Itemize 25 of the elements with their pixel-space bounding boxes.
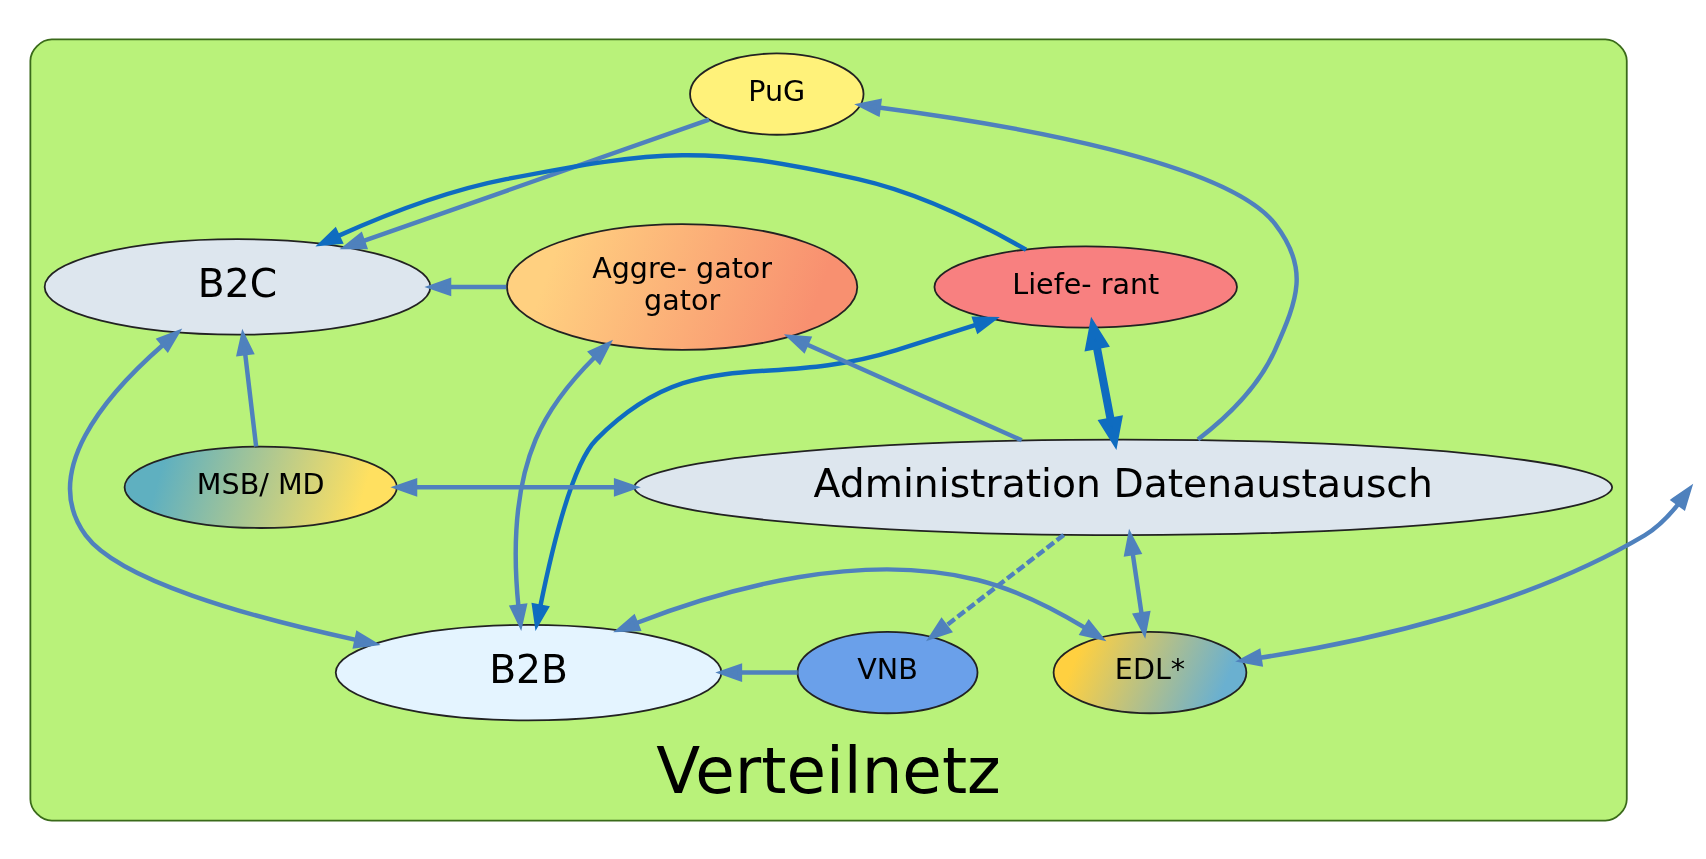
node-ellipse: MSB/ MD — [123, 445, 398, 529]
node-ellipse: Aggre- gator gator — [506, 222, 859, 351]
arrow — [926, 532, 1066, 641]
node-ellipse: PuG — [689, 52, 865, 136]
arrow — [67, 328, 381, 649]
arrow — [531, 315, 1000, 631]
node-ellipse: B2B — [334, 623, 723, 721]
node-ellipse: B2C — [43, 237, 432, 336]
arrow — [1235, 483, 1694, 667]
node-ellipse: VNB — [796, 630, 979, 714]
arrow — [854, 97, 1299, 441]
node-ellipse: EDL* — [1052, 630, 1248, 714]
node-ellipse: Administration Datenaustausch — [633, 438, 1614, 536]
node-ellipse: Liefe- rant — [933, 244, 1238, 328]
arrow — [339, 117, 710, 249]
arrow — [424, 277, 507, 296]
arrow — [715, 662, 798, 682]
arrow — [508, 339, 613, 631]
arrow — [613, 566, 1107, 641]
arrow — [1084, 316, 1123, 450]
arrow — [236, 328, 259, 447]
arrow — [390, 477, 641, 497]
arrow — [783, 333, 1023, 442]
arrow — [1123, 528, 1151, 639]
arrow — [315, 152, 1028, 252]
